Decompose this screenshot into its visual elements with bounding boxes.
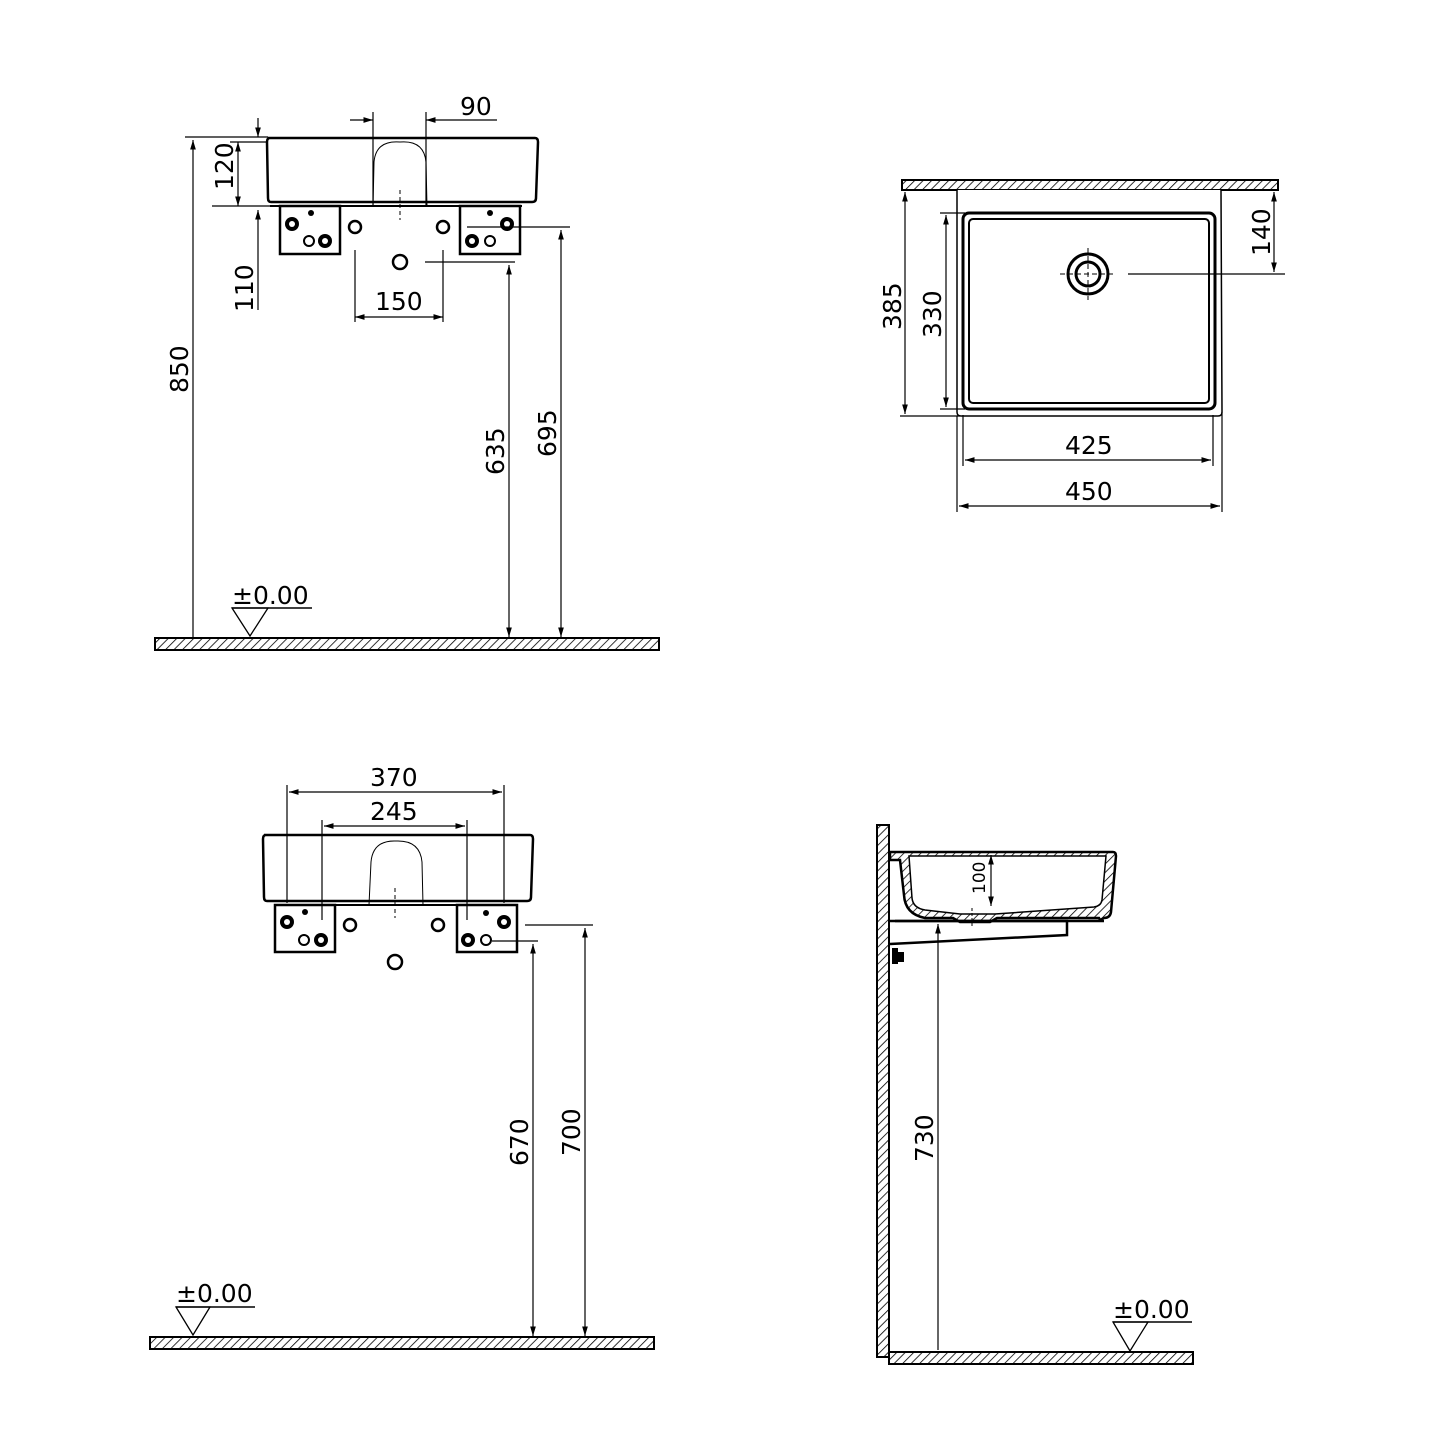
svg-text:±0.00: ±0.00 bbox=[232, 581, 309, 610]
plan-view: 140 385 330 425 450 bbox=[878, 179, 1285, 512]
bracket-left bbox=[273, 903, 337, 954]
basin-outline bbox=[265, 136, 540, 204]
basin-outline bbox=[261, 833, 535, 903]
dim-bottom-height: 730 bbox=[910, 1114, 939, 1162]
level-marker: ±0.00 bbox=[230, 581, 312, 638]
floor-hatch bbox=[154, 637, 660, 651]
dim-hole-spacing: 150 bbox=[375, 287, 423, 316]
drain-hole bbox=[386, 953, 404, 971]
bracket-bolt bbox=[892, 948, 898, 964]
dim-drain-height: 635 bbox=[481, 427, 510, 475]
dim-overall-depth: 385 bbox=[878, 282, 907, 330]
dim-inner-bracket-spacing: 245 bbox=[370, 797, 418, 826]
front-view-bottom: 370 245 670 700 ±0.00 bbox=[149, 763, 655, 1350]
dim-bracket-top-height: 695 bbox=[533, 409, 562, 457]
bracket-right bbox=[458, 204, 522, 256]
floor-hatch bbox=[888, 1351, 1194, 1365]
fixing-hole bbox=[435, 219, 451, 235]
dim-inner-width: 425 bbox=[1065, 431, 1113, 460]
svg-text:±0.00: ±0.00 bbox=[176, 1279, 253, 1308]
bracket-left bbox=[278, 204, 342, 256]
faucet-outline bbox=[368, 840, 424, 906]
wall-bracket bbox=[889, 919, 1069, 946]
dim-drain-offset: 140 bbox=[1247, 208, 1276, 256]
fixing-hole bbox=[347, 219, 363, 235]
dim-total-height: 850 bbox=[165, 345, 194, 393]
dim-overall-width: 450 bbox=[1065, 477, 1113, 506]
wall-hatch bbox=[876, 824, 890, 1358]
floor-hatch bbox=[149, 1336, 655, 1350]
dim-bracket-top-height: 700 bbox=[557, 1108, 586, 1156]
dim-bracket-height: 110 bbox=[230, 264, 259, 312]
dim-outer-bracket-spacing: 370 bbox=[370, 763, 418, 792]
basin-bowl bbox=[968, 218, 1210, 404]
fixing-hole bbox=[342, 917, 358, 933]
basin-bowl-cavity bbox=[908, 855, 1107, 915]
bracket-right bbox=[455, 903, 519, 954]
front-view-top: 90 120 110 150 850 635 695 ±0.00 bbox=[154, 92, 660, 651]
basin-rim bbox=[961, 211, 1217, 411]
dim-basin-height: 120 bbox=[210, 142, 239, 190]
dim-bowl-depth: 100 bbox=[970, 862, 990, 894]
dim-drain-height: 670 bbox=[505, 1118, 534, 1166]
dim-faucet-width: 90 bbox=[460, 92, 492, 121]
faucet-outline bbox=[372, 141, 428, 208]
side-view: 100 730 ±0.00 bbox=[876, 824, 1194, 1365]
dim-inner-depth: 330 bbox=[918, 290, 947, 338]
level-marker: ±0.00 bbox=[1111, 1295, 1192, 1353]
level-marker: ±0.00 bbox=[174, 1279, 255, 1337]
drain-hole bbox=[391, 253, 409, 271]
svg-text:±0.00: ±0.00 bbox=[1113, 1295, 1190, 1324]
fixing-hole bbox=[430, 917, 446, 933]
wall-hatch bbox=[901, 179, 1279, 191]
